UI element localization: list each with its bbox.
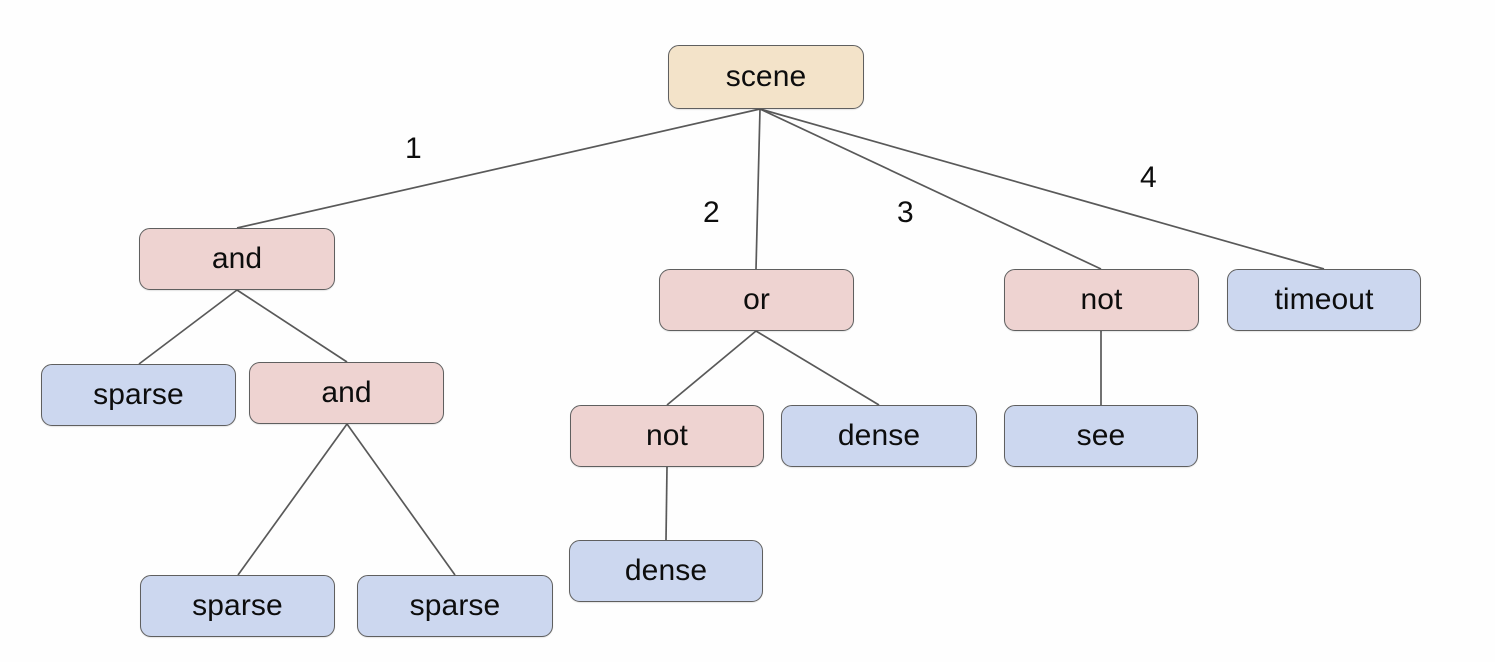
tree-edge-or1-to-dense1 — [755, 330, 880, 406]
tree-node-sparse3[interactable]: sparse — [357, 575, 553, 637]
edge-label-2: 2 — [703, 196, 720, 229]
tree-node-sparse1[interactable]: sparse — [41, 364, 236, 426]
tree-node-and2[interactable]: and — [249, 362, 444, 424]
edge-label-1: 1 — [405, 132, 422, 165]
tree-node-and1[interactable]: and — [139, 228, 335, 290]
tree-node-dense1[interactable]: dense — [781, 405, 977, 467]
tree-edge-scene-to-not2 — [759, 108, 1102, 270]
tree-node-not2[interactable]: not — [1004, 269, 1199, 331]
tree-edge-or1-to-not1 — [666, 330, 757, 406]
tree-edge-scene-to-or1 — [755, 108, 761, 270]
tree-node-scene[interactable]: scene — [668, 45, 864, 109]
tree-edge-not1-to-dense2 — [665, 466, 668, 541]
tree-edge-scene-to-and1 — [236, 108, 761, 229]
edge-label-3: 3 — [897, 196, 914, 229]
edge-label-4: 4 — [1140, 161, 1157, 194]
tree-node-sparse2[interactable]: sparse — [140, 575, 335, 637]
tree-edge-and1-to-sparse1 — [138, 289, 238, 365]
tree-edge-and2-to-sparse2 — [237, 423, 348, 576]
tree-edge-and2-to-sparse3 — [346, 423, 456, 576]
tree-node-not1[interactable]: not — [570, 405, 764, 467]
tree-node-timeout1[interactable]: timeout — [1227, 269, 1421, 331]
tree-node-dense2[interactable]: dense — [569, 540, 763, 602]
tree-edge-scene-to-timeout1 — [759, 108, 1325, 270]
tree-node-see1[interactable]: see — [1004, 405, 1198, 467]
tree-node-or1[interactable]: or — [659, 269, 854, 331]
tree-edge-and1-to-and2 — [236, 289, 348, 363]
